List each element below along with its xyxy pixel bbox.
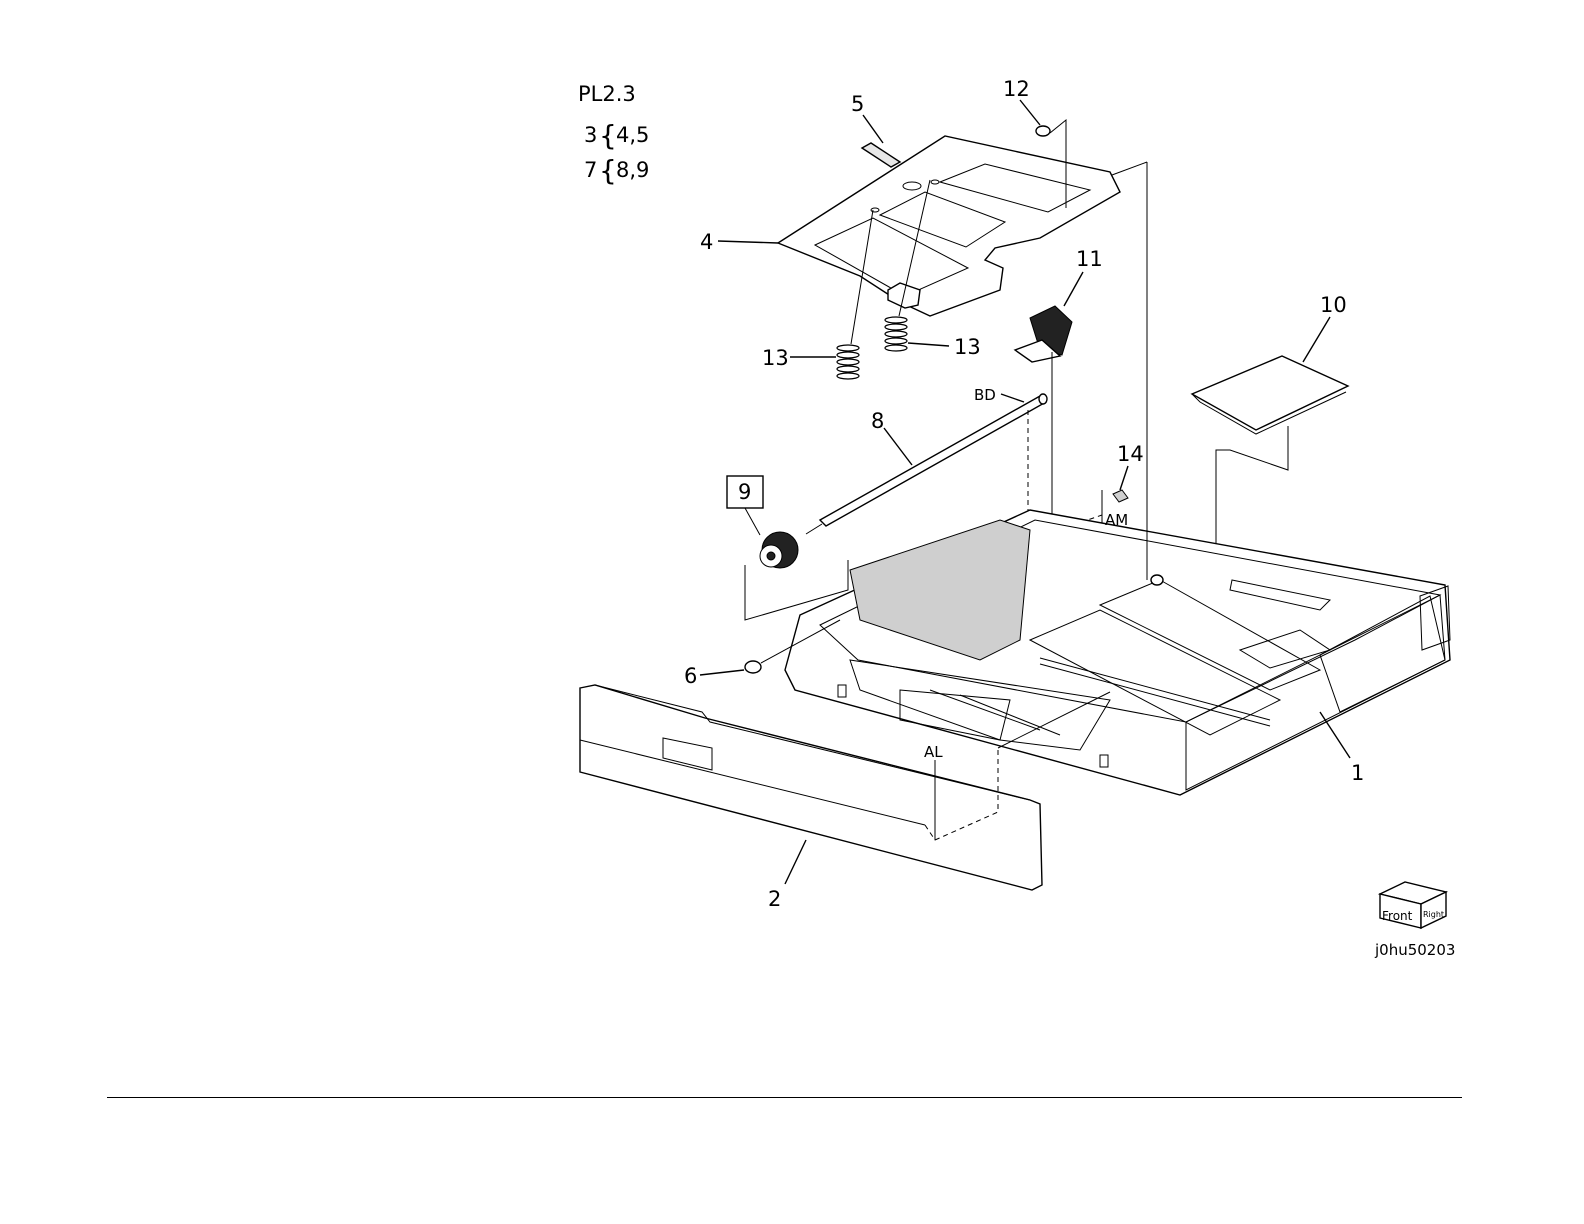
plate-legend: PL2.3 3 { 4,5 7 { 8,9 — [578, 82, 649, 187]
group2-children: 8,9 — [616, 158, 649, 182]
callout-14: 14 — [1117, 442, 1144, 466]
callout-4: 4 — [700, 230, 713, 254]
group2-parent: 7 — [584, 158, 597, 182]
callout-9: 9 — [738, 480, 751, 504]
orientation-front-label: Front — [1382, 909, 1413, 923]
part-8-shaft — [820, 394, 1047, 526]
footer-rule — [107, 1097, 1462, 1098]
orientation-right-label: Right — [1423, 910, 1444, 919]
part-5-strip — [862, 115, 900, 167]
plate-number: PL2.3 — [578, 82, 636, 106]
callout-10: 10 — [1320, 293, 1347, 317]
drawing-id: j0hu50203 — [1374, 941, 1455, 959]
brace-1: { — [599, 119, 617, 152]
callout-1: 1 — [1351, 761, 1364, 785]
callout-8: 8 — [871, 409, 884, 433]
group1-children: 4,5 — [616, 123, 649, 147]
callout-11: 11 — [1076, 247, 1103, 271]
connector-am: AM — [1105, 511, 1128, 529]
brace-2: { — [599, 154, 617, 187]
callout-2: 2 — [768, 887, 781, 911]
connector-al: AL — [924, 743, 943, 761]
part-4-bottom-plate — [718, 136, 1120, 316]
callout-6: 6 — [684, 664, 697, 688]
group1-parent: 3 — [584, 123, 597, 147]
callout-12: 12 — [1003, 77, 1030, 101]
callout-13-right: 13 — [954, 335, 981, 359]
orientation-cube-icon: Front Right — [1380, 882, 1446, 928]
callout-13-left: 13 — [762, 346, 789, 370]
callout-5: 5 — [851, 92, 864, 116]
connector-bd: BD — [974, 386, 996, 404]
